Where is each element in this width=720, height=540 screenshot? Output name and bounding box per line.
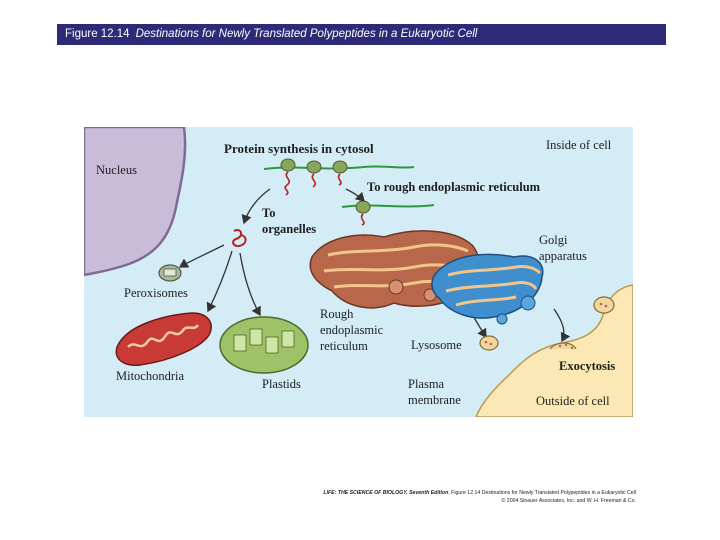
figure-number: Figure 12.14 — [65, 28, 130, 40]
arrow-to-er — [345, 188, 365, 202]
arrow-to-peroxisome — [178, 244, 225, 268]
label-to-organelles-line1: To — [262, 206, 275, 220]
secretory-vesicle — [593, 296, 615, 314]
label-peroxisomes: Peroxisomes — [124, 286, 188, 300]
label-exocytosis: Exocytosis — [559, 359, 615, 373]
polypeptide — [232, 229, 247, 248]
arrow-to-plastids — [239, 252, 261, 317]
label-protein-synthesis: Protein synthesis in cytosol — [224, 141, 374, 156]
cell-diagram: Protein synthesis in cytosol Inside of c… — [84, 127, 633, 417]
ribosome — [280, 158, 296, 196]
label-inside-cell: Inside of cell — [546, 138, 612, 152]
credit-copyright: © 2004 Sinauer Associates, Inc. and W. H… — [501, 498, 636, 504]
label-rough-er-line2: endoplasmic — [320, 323, 384, 337]
credit-figure-caption: , Figure 12.14 Destinations for Newly Tr… — [448, 490, 636, 496]
plastid — [219, 316, 309, 374]
label-rough-er-line1: Rough — [320, 307, 354, 321]
credit-book-title: LIFE: THE SCIENCE OF BIOLOGY, Seventh Ed… — [323, 490, 449, 496]
arrow-to-exocytosis — [553, 308, 571, 343]
golgi-apparatus — [431, 253, 544, 325]
mrna-strand-er — [341, 204, 435, 208]
label-to-rough-er: To rough endoplasmic reticulum — [367, 180, 541, 194]
label-outside-cell: Outside of cell — [536, 394, 610, 408]
label-mitochondria: Mitochondria — [116, 369, 184, 383]
label-nucleus: Nucleus — [96, 163, 137, 177]
arrow-to-organelles — [241, 188, 271, 225]
figure-credit: LIFE: THE SCIENCE OF BIOLOGY, Seventh Ed… — [272, 489, 636, 505]
label-plasma-membrane-line2: membrane — [408, 393, 461, 407]
label-golgi-line1: Golgi — [539, 233, 568, 247]
peroxisome — [158, 264, 182, 282]
mitochondrion — [115, 312, 212, 366]
ribosome — [332, 160, 348, 186]
label-lysosome: Lysosome — [411, 338, 462, 352]
arrow-to-mitochondria — [206, 250, 233, 313]
label-rough-er-line3: reticulum — [320, 339, 368, 353]
label-golgi-line2: apparatus — [539, 249, 587, 263]
label-plasma-membrane-line1: Plasma — [408, 377, 445, 391]
label-plastids: Plastids — [262, 377, 301, 391]
figure-title: Destinations for Newly Translated Polype… — [135, 28, 478, 40]
ribosome — [306, 160, 322, 188]
exocytosis-vesicle — [549, 342, 577, 350]
figure-title-bar: Figure 12.14 Destinations for Newly Trans… — [57, 24, 666, 45]
nucleus — [84, 127, 187, 277]
lysosome — [479, 335, 499, 351]
label-to-organelles-line2: organelles — [262, 222, 316, 236]
